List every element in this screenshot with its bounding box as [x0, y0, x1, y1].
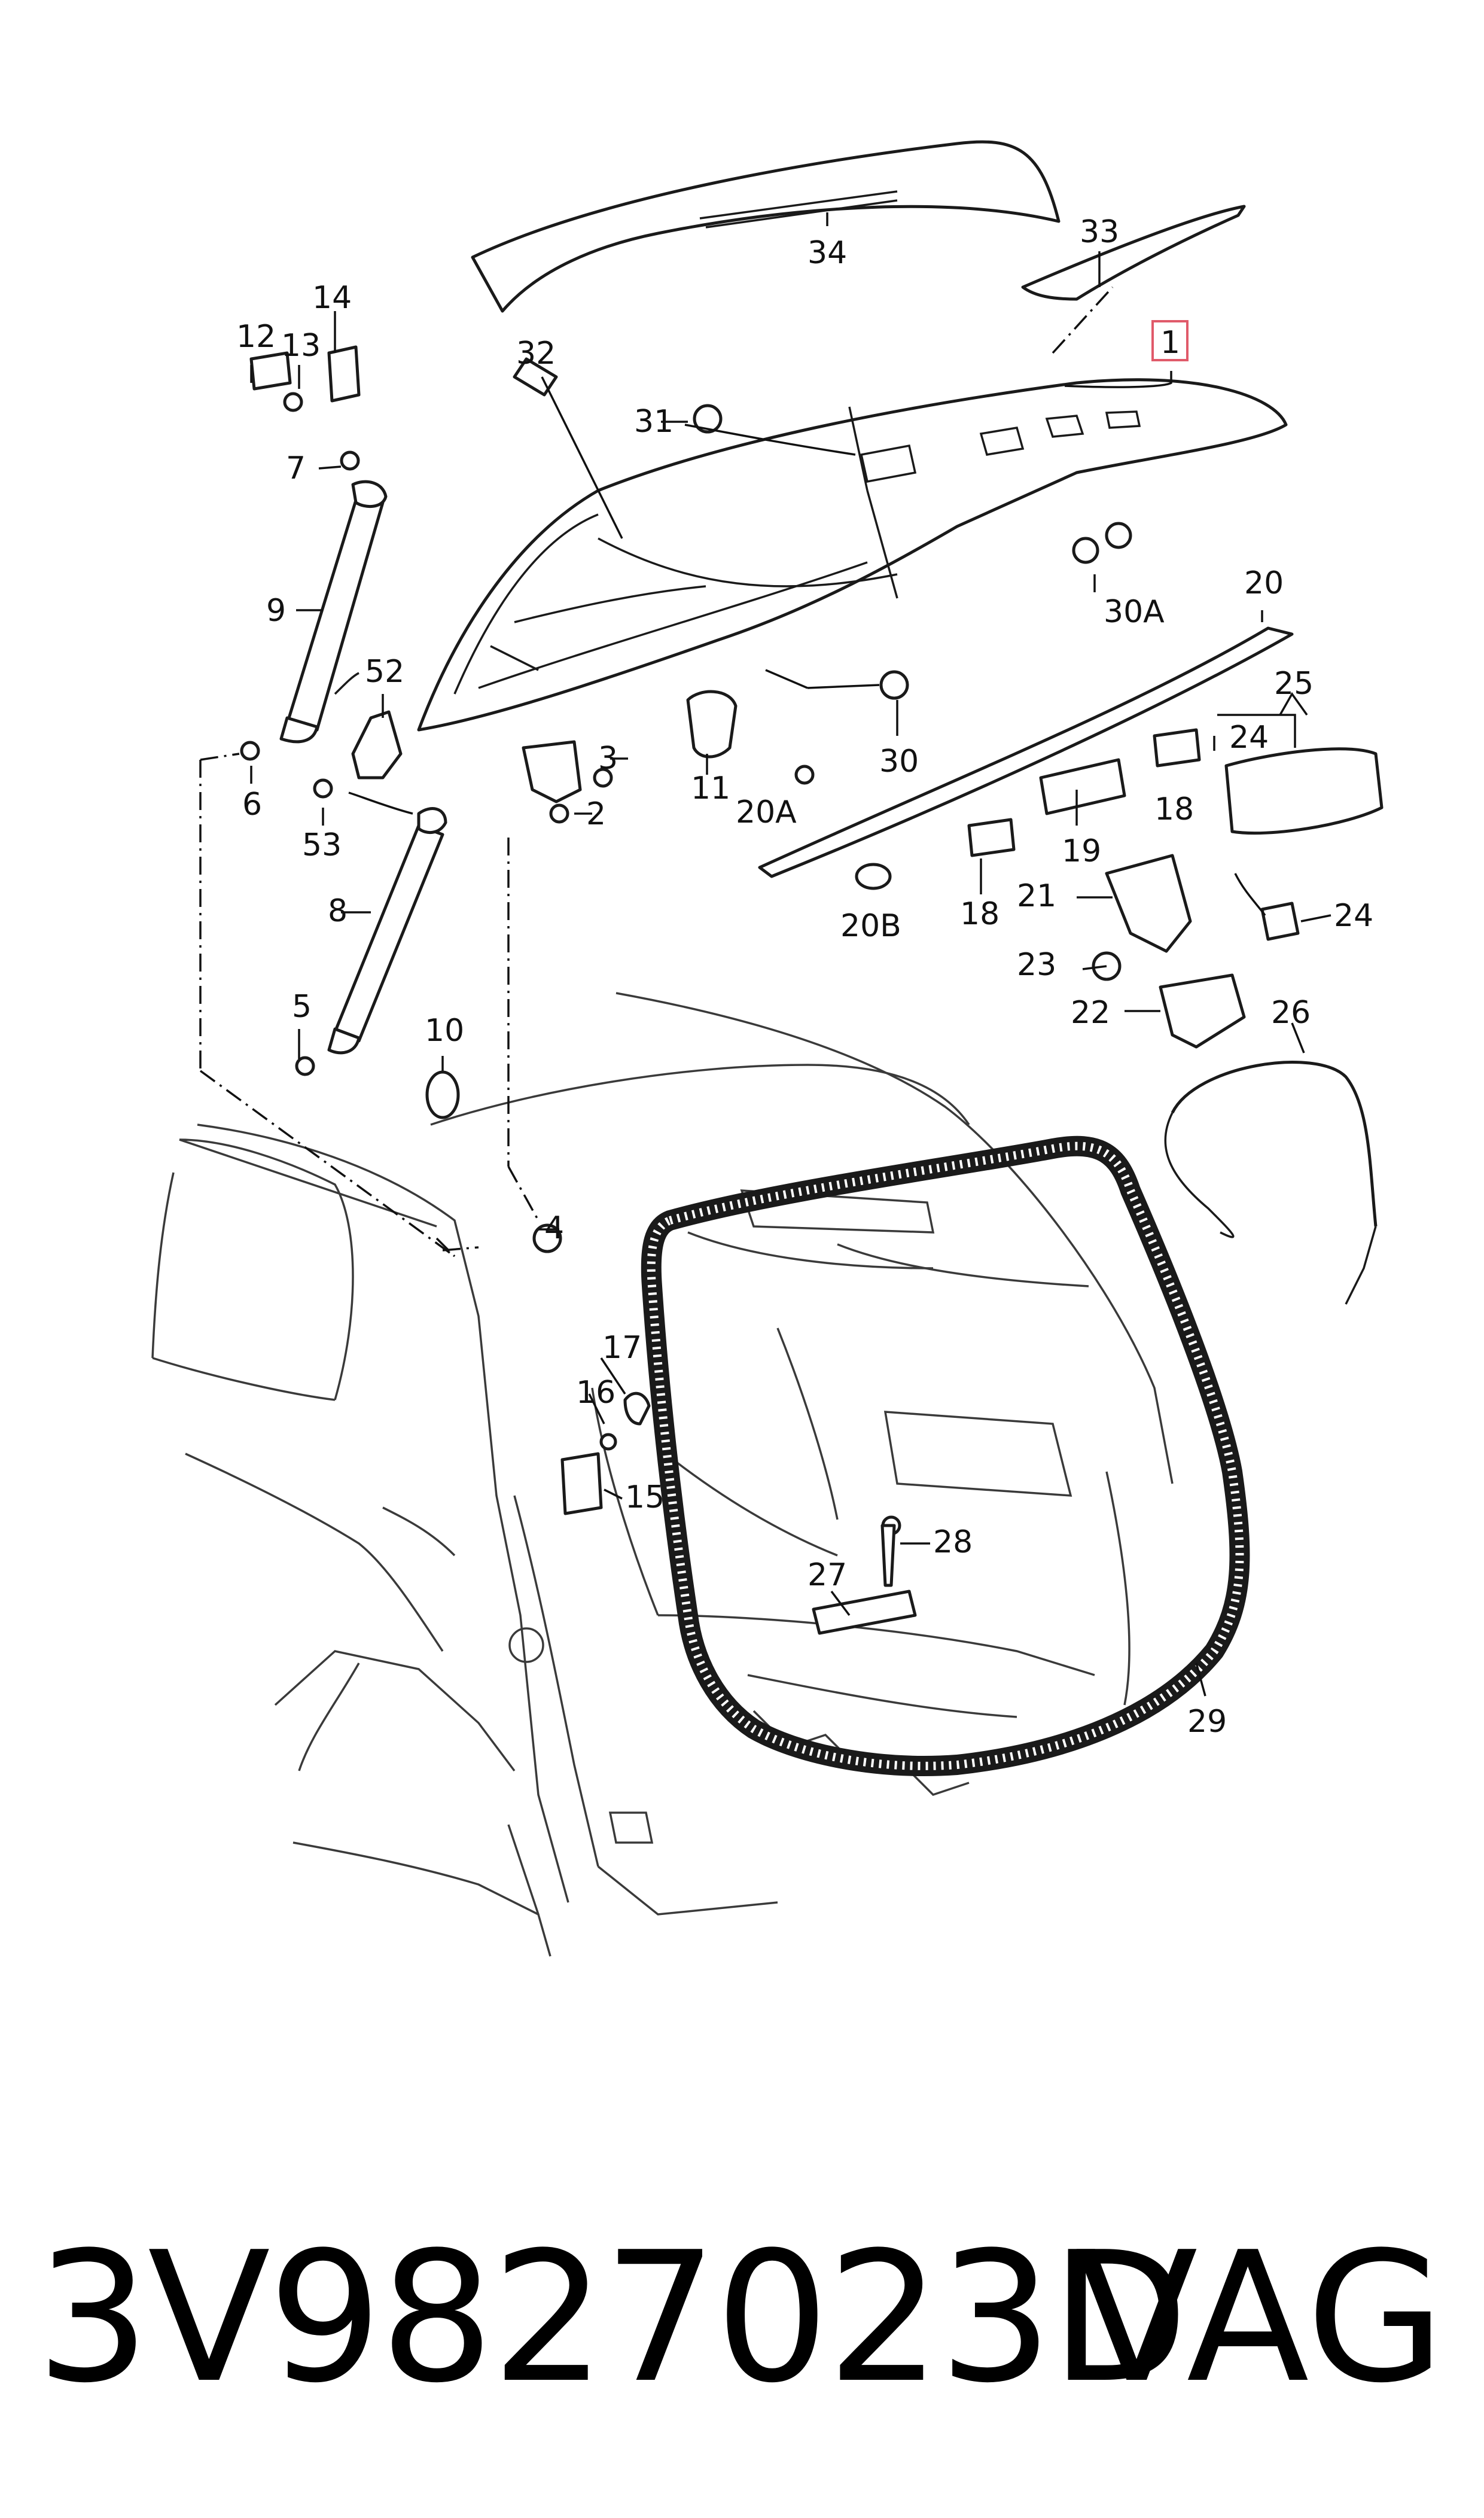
callout-34: 34 — [807, 235, 847, 271]
callout-53: 53 — [302, 827, 342, 863]
highlight-box — [1151, 320, 1189, 361]
callout-29: 29 — [1187, 1704, 1227, 1740]
callout-7: 7 — [286, 450, 306, 486]
trim-moulding — [758, 626, 1294, 878]
callout-12: 12 — [236, 319, 276, 355]
callout-32: 32 — [516, 336, 556, 372]
callout-52: 52 — [365, 654, 404, 690]
brand-label: VAG — [1075, 2213, 1445, 2422]
tailgate — [417, 378, 1288, 732]
callout-31: 31 — [634, 404, 674, 440]
callout-15: 15 — [625, 1479, 665, 1515]
callout-11: 11 — [691, 771, 730, 806]
callout-18-left: 18 — [960, 896, 1000, 932]
callout-8: 8 — [328, 893, 348, 929]
callout-13: 13 — [281, 328, 321, 364]
hinge-bracket — [249, 345, 651, 1515]
callout-30: 30 — [879, 744, 919, 780]
handle-and-lamps — [967, 728, 1201, 857]
callout-1: 1 — [1160, 325, 1180, 361]
part-number: 3V9827023D — [36, 2213, 1189, 2422]
callout-24-top: 24 — [1229, 720, 1269, 756]
callout-28: 28 — [933, 1524, 973, 1560]
callout-33: 33 — [1080, 214, 1119, 250]
callout-3: 3 — [598, 741, 618, 777]
callout-22: 22 — [1071, 995, 1110, 1031]
callout-20a: 20A — [736, 794, 797, 830]
callout-16: 16 — [576, 1375, 615, 1411]
exploded-parts-diagram: 1 2 3 4 5 6 7 8 9 10 11 12 13 14 15 16 1… — [151, 140, 1384, 1957]
striker-and-bolt — [812, 1524, 917, 1635]
callout-25: 25 — [1274, 666, 1314, 702]
gas-strut-lower — [327, 807, 447, 1055]
callout-20b: 20B — [840, 908, 901, 944]
gas-strut-upper — [279, 480, 388, 744]
leader-lines — [250, 212, 1331, 1697]
small-fasteners — [240, 357, 1296, 1536]
assembly-axis-lines — [199, 286, 1114, 1258]
footer: 3V9827023D VAG — [0, 2190, 1484, 2447]
callout-14: 14 — [312, 280, 352, 316]
callout-21: 21 — [1017, 878, 1056, 914]
callout-30a: 30A — [1104, 594, 1165, 630]
callout-5: 5 — [292, 989, 312, 1025]
callout-2: 2 — [586, 796, 606, 832]
callout-9: 9 — [266, 593, 286, 629]
callout-6: 6 — [242, 787, 262, 823]
callout-4: 4 — [544, 1210, 564, 1246]
bowden-cable — [1164, 1061, 1378, 1305]
callout-23: 23 — [1017, 947, 1056, 983]
callout-10: 10 — [425, 1013, 464, 1049]
tailgate-seal — [641, 1135, 1250, 1776]
roof-spoiler — [471, 140, 1061, 313]
callout-27: 27 — [807, 1557, 847, 1593]
callout-24-bottom: 24 — [1334, 898, 1373, 934]
trim-strip — [1021, 205, 1246, 301]
callout-20: 20 — [1244, 565, 1284, 601]
callout-18-right: 18 — [1154, 791, 1194, 827]
callout-26: 26 — [1271, 995, 1311, 1031]
callout-17: 17 — [602, 1330, 642, 1366]
callout-labels: 1 2 3 4 5 6 7 8 9 10 11 12 13 14 15 16 1… — [236, 214, 1373, 1740]
callout-19: 19 — [1062, 833, 1101, 869]
lock-and-motor — [1105, 747, 1384, 1049]
